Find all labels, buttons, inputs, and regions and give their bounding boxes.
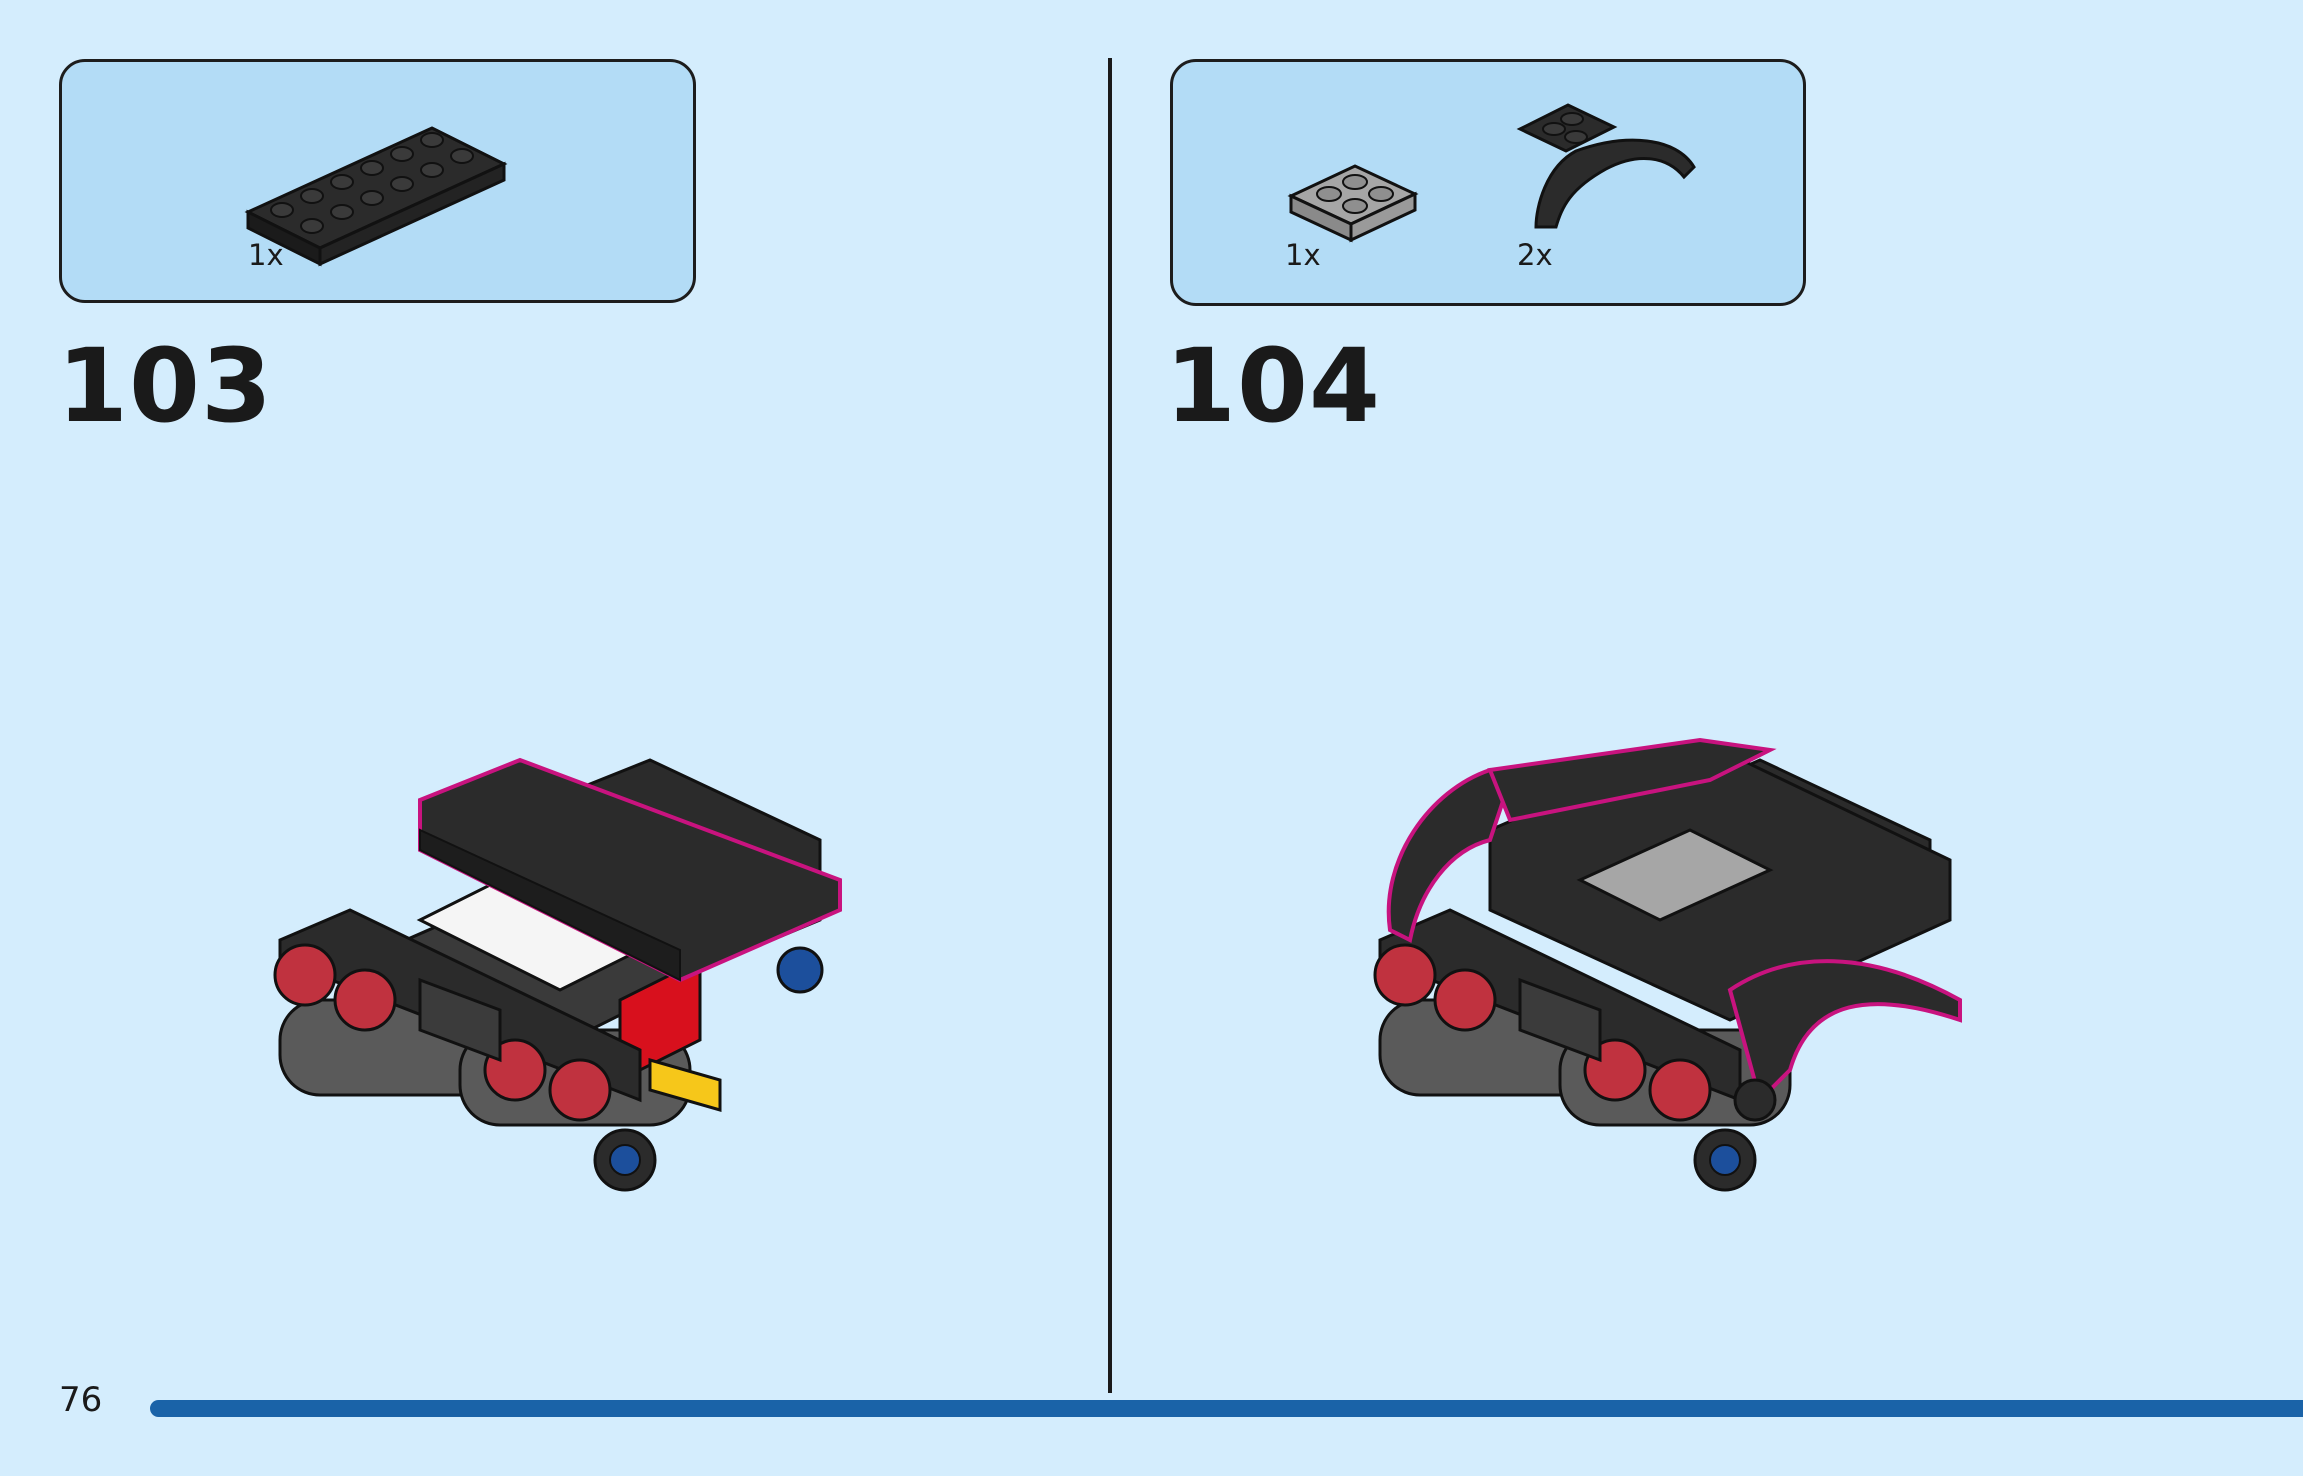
part-quantity: 1x [1285, 238, 1321, 272]
progress-bar [150, 1400, 2303, 1417]
build-model-step-104 [1373, 737, 1962, 1192]
parts-callout-103: 1x [59, 59, 696, 303]
black-plate-2x6-icon [244, 126, 508, 267]
black-mudguard-icon [1516, 103, 1696, 229]
part-quantity: 2x [1517, 238, 1553, 272]
step-number: 103 [57, 327, 273, 446]
step-divider [1108, 58, 1112, 1393]
step-number: 104 [1165, 327, 1381, 446]
build-model-step-103 [273, 757, 842, 1192]
page-number: 76 [59, 1380, 103, 1420]
part-quantity: 1x [248, 238, 284, 272]
gray-plate-2x2-icon [1287, 164, 1419, 243]
parts-callout-104: 1x 2x [1170, 59, 1806, 306]
